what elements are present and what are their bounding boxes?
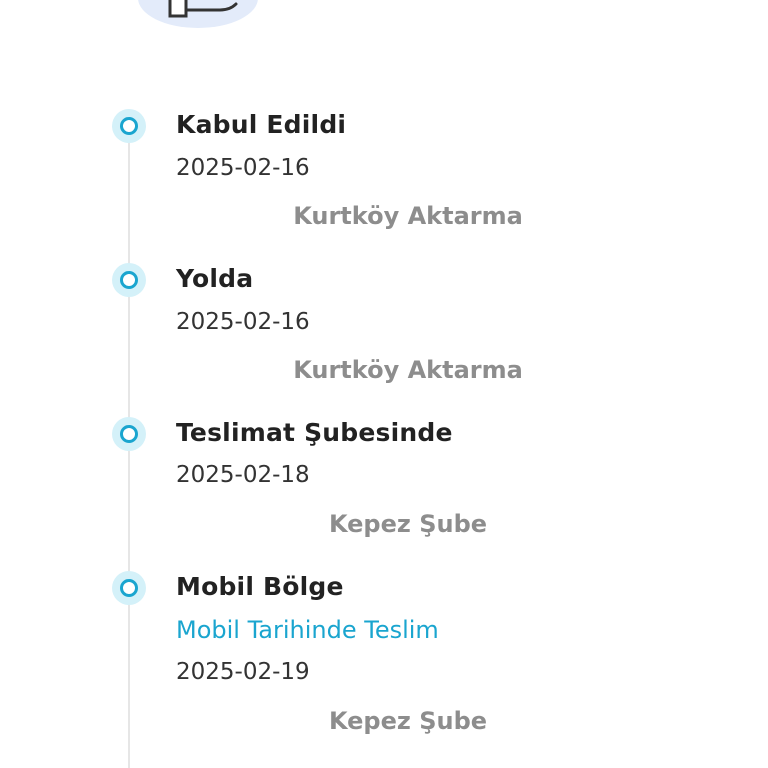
timeline-dot-icon: [112, 571, 146, 605]
timeline-dot-icon: [112, 417, 146, 451]
hand-holding-package-icon: [138, 0, 258, 28]
event-location: Kepez Şube: [328, 510, 488, 538]
timeline-dot-icon: [112, 263, 146, 297]
event-location: Kepez Şube: [328, 707, 488, 735]
event-status: Teslimat Şubesinde: [176, 418, 453, 447]
event-location: Kurtköy Aktarma: [293, 356, 523, 384]
event-date: 2025-02-18: [176, 462, 310, 488]
timeline-line: [128, 140, 130, 768]
event-date: 2025-02-19: [176, 659, 310, 685]
event-status: Mobil Bölge: [176, 572, 344, 601]
event-date: 2025-02-16: [176, 309, 310, 335]
event-status: Kabul Edildi: [176, 110, 347, 139]
event-delivery-note: Mobil Tarihinde Teslim: [176, 616, 439, 644]
event-status: Yolda: [176, 264, 254, 293]
event-location: Kurtköy Aktarma: [293, 202, 523, 230]
event-date: 2025-02-16: [176, 155, 310, 181]
timeline-dot-icon: [112, 109, 146, 143]
